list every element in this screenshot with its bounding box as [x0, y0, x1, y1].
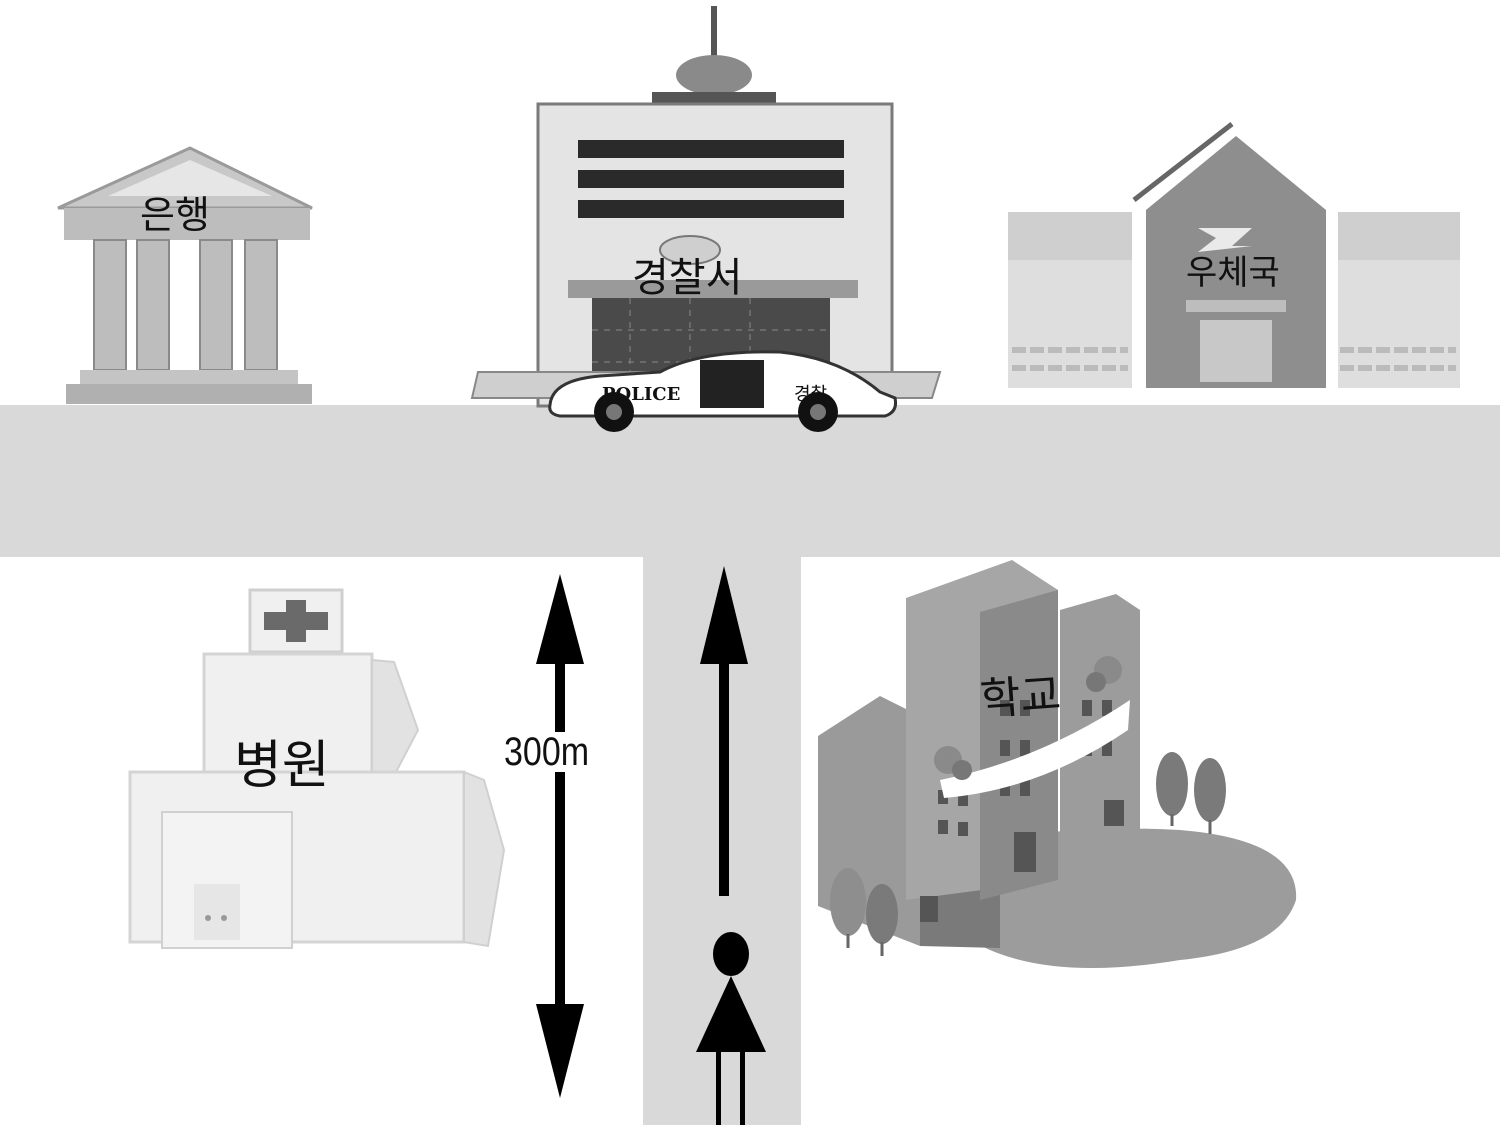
hospital-building-icon	[128, 588, 506, 949]
arrow-up-icon	[700, 566, 748, 896]
police-car-label: POLICE	[602, 384, 680, 405]
bank-building-icon	[57, 146, 313, 404]
post-office-building-icon	[1008, 122, 1460, 388]
school-building-icon	[818, 560, 1297, 968]
post-office-label: 우체국	[1186, 253, 1280, 293]
police-car-korean-label: 경찰	[794, 384, 827, 405]
school-label: 학교	[978, 669, 1063, 726]
bank-label: 은행	[140, 193, 210, 237]
police-station-label: 경찰서	[632, 255, 743, 301]
horizontal-road	[0, 405, 1500, 557]
person-icon	[696, 932, 766, 1125]
police-car-icon: POLICE 경찰	[548, 350, 897, 432]
double-arrow-icon	[536, 574, 584, 1098]
distance-label: 300m	[504, 730, 590, 774]
police-station-building-icon	[470, 6, 942, 408]
hospital-label: 병원	[234, 736, 330, 796]
